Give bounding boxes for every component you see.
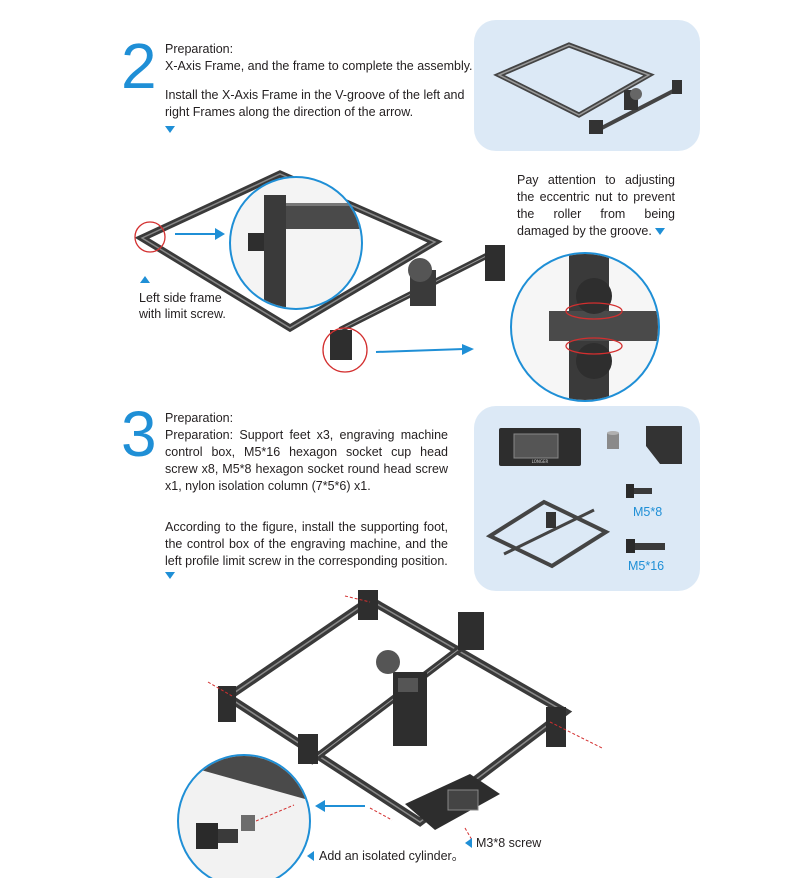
step-2-instruction: Install the X-Axis Frame in the V-groove… [165, 88, 465, 119]
m3-8-label: M3*8 screw [476, 836, 542, 850]
m5-8-label: M5*8 [633, 505, 663, 519]
left-frame-up-arrow-icon [140, 276, 150, 283]
step-2-zoom-roller [510, 252, 660, 402]
m5-16-label: M5*16 [628, 559, 665, 573]
step-3-number: 3 [121, 398, 157, 470]
step-2-parts-illustration [493, 42, 682, 134]
control-box-brand: LONGER [532, 459, 549, 464]
step-3-down-arrow-icon [165, 572, 175, 579]
step-3-instruction: According to the figure, install the sup… [165, 520, 448, 568]
step-3-parts-illustration: LONGER [485, 426, 682, 569]
step-2-prep-text: X-Axis Frame, and the frame to complete … [165, 59, 473, 73]
step-3-parts-panel: LONGER [474, 406, 700, 591]
step-2-note: Pay attention to adjusting the eccentric… [517, 173, 675, 238]
step-3-assembly-illustration [207, 590, 603, 841]
step-2-zoom-limit-screw [229, 176, 363, 310]
step-3-zoom-cylinder [177, 754, 311, 878]
step-2-down-arrow-icon [165, 126, 175, 133]
cylinder-arrow-icon [307, 851, 314, 861]
left-frame-label-2: with limit screw. [139, 307, 226, 321]
step-2-number: 2 [121, 30, 157, 102]
step-2-parts-panel [474, 20, 700, 151]
cylinder-note: Add an isolated cylinder。 [319, 849, 465, 863]
step-3-prep-text: Preparation: Support feet x3, engraving … [165, 428, 448, 493]
step-2-prep-title: Preparation: [165, 42, 234, 56]
left-frame-label-1: Left side frame [139, 291, 222, 305]
step-2-assembly-illustration [134, 170, 505, 373]
step-3-prep-title: Preparation: [165, 411, 234, 425]
note-arrow-icon [655, 228, 666, 236]
zoom-arrow-icon [175, 228, 225, 240]
m3-8-arrow-icon [465, 838, 472, 848]
zoom-arrow-icon [375, 344, 474, 355]
zoom-arrow-icon [315, 800, 365, 812]
